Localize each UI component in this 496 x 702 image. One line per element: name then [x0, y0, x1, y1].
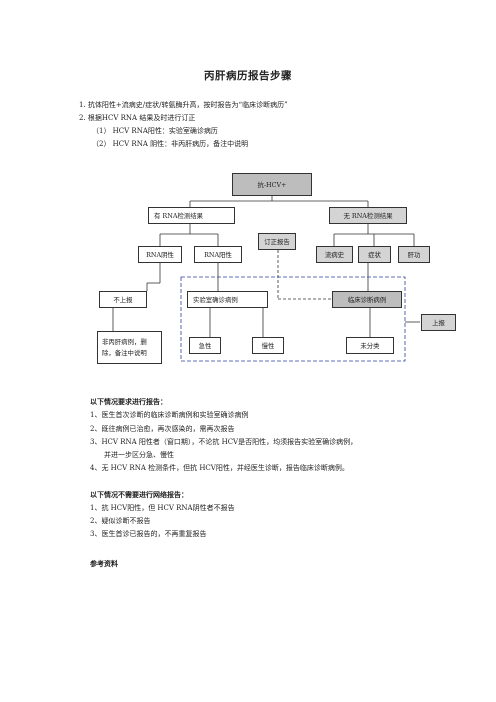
page-title: 丙肝病历报告步骤: [204, 70, 292, 82]
no-rna-result-box: 无 RNA检测结果: [329, 207, 407, 224]
anti-hcv-positive-box: 抗-HCV+: [232, 173, 312, 196]
no-report-item-3: 3、医生首诊已报告的，不再重复报告: [90, 530, 207, 538]
non-hcv-case-box: 非丙肝病例，删除，备注中说明: [97, 331, 162, 364]
acute-box: 急性: [189, 337, 221, 354]
must-report-item-2: 2、既往病例已治愈，再次感染的，需再次报告: [90, 425, 235, 433]
no-report-heading: 以下情况不需要进行网络报告：: [90, 490, 188, 499]
rna-negative-box: RNA阴性: [138, 246, 182, 263]
lab-confirmed-case-label: 实验室确诊病例: [193, 295, 238, 304]
must-report-item-1: 1、医生首次诊断的临床诊断病例和实验室确诊病例: [90, 411, 249, 419]
epidemiology-history-box: 流病史: [316, 246, 353, 263]
references-heading: 参考资料: [90, 559, 118, 568]
must-report-item-3-cont: 并进一步区分急、慢性: [104, 451, 174, 459]
unclassified-box: 未分类: [346, 337, 394, 354]
rna-positive-box: RNA阳性: [194, 246, 242, 263]
symptom-box: 症状: [358, 246, 391, 263]
clinical-diagnosis-case-box: 临床诊断病例: [332, 291, 402, 308]
step-2: 2. 根据HCV RNA 结果及时进行订正: [79, 114, 196, 122]
lab-confirmed-case-box: 实验室确诊病例: [187, 291, 268, 308]
substep-2: （2） HCV RNA 阴性：非丙肝病历，备注中说明: [92, 140, 249, 148]
no-report-item-1: 1、抗 HCV阳性，但 HCV RNA阴性者不报告: [90, 504, 235, 512]
step-1: 1. 抗体阳性+流病史/症状/转氨酶升高，按时报告为“临床诊断病历”: [79, 101, 288, 109]
no-report-box: 不上报: [99, 291, 147, 308]
has-rna-result-box: 有 RNA检测结果: [148, 207, 235, 224]
must-report-heading: 以下情况要求进行报告：: [90, 397, 167, 406]
correct-report-box: 订正报告: [258, 233, 296, 250]
must-report-item-3: 3、HCV RNA 阳性者（窗口期），不论抗 HCV是否阳性，均须报告实验室确诊…: [90, 438, 358, 446]
report-box: 上报: [421, 314, 456, 331]
must-report-item-4: 4、无 HCV RNA 检测条件，但抗 HCV阳性，并经医生诊断，报告临床诊断病…: [90, 464, 349, 472]
chronic-box: 慢性: [252, 337, 284, 354]
no-report-item-2: 2、疑似诊断不报告: [90, 517, 151, 525]
substep-1: （1） HCV RNA阳性：实验室确诊病历: [92, 127, 218, 135]
liver-function-box: 肝功: [398, 246, 430, 263]
